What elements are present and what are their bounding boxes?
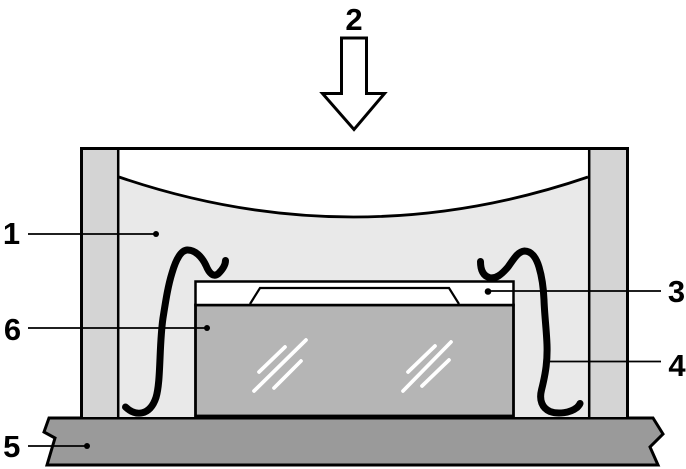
svg-text:1: 1 (3, 216, 20, 251)
svg-text:2: 2 (345, 2, 362, 37)
svg-text:4: 4 (668, 348, 686, 383)
svg-text:6: 6 (4, 312, 21, 347)
svg-text:5: 5 (3, 429, 20, 464)
svg-text:3: 3 (668, 274, 685, 309)
